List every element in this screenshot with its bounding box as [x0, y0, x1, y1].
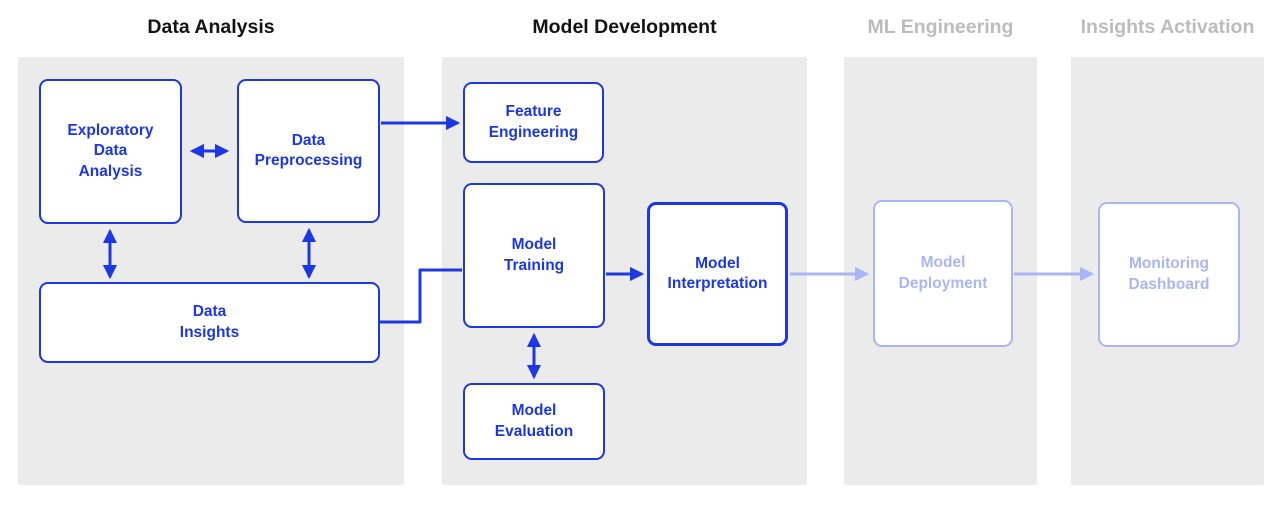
node-model-evaluation: Model Evaluation: [463, 383, 605, 460]
section-title-model-development: Model Development: [532, 16, 717, 38]
node-model-deployment: Model Deployment: [873, 200, 1013, 347]
node-model-training: Model Training: [463, 183, 605, 328]
node-data-insights: Data Insights: [39, 282, 380, 363]
node-model-interpretation: Model Interpretation: [647, 202, 788, 346]
node-monitoring-dashboard: Monitoring Dashboard: [1098, 202, 1240, 347]
section-title-insights-activation: Insights Activation: [1080, 16, 1255, 38]
node-exploratory-data-analysis: Exploratory Data Analysis: [39, 79, 182, 224]
section-title-ml-engineering: ML Engineering: [867, 16, 1014, 38]
section-title-data-analysis: Data Analysis: [147, 16, 275, 38]
node-data-preprocessing: Data Preprocessing: [237, 79, 380, 223]
node-feature-engineering: Feature Engineering: [463, 82, 604, 163]
